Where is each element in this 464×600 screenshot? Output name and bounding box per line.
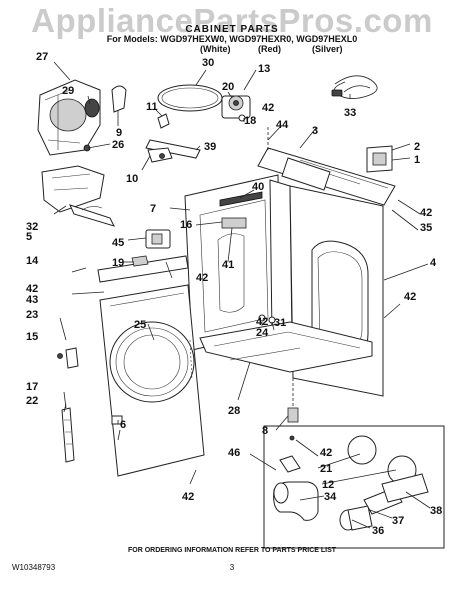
power-cord bbox=[331, 75, 378, 99]
callout-33: 33 bbox=[344, 107, 356, 119]
blower-motor-assembly bbox=[37, 79, 127, 156]
document-number: W10348793 bbox=[12, 563, 56, 572]
callout-30: 30 bbox=[202, 57, 214, 69]
front-panel bbox=[99, 284, 205, 477]
callout-27: 27 bbox=[36, 51, 48, 63]
page-number: 3 bbox=[229, 563, 235, 572]
callout-2: 2 bbox=[414, 141, 420, 153]
callout-18: 18 bbox=[244, 115, 256, 127]
callout-10: 10 bbox=[126, 173, 138, 185]
exhaust-kit-box bbox=[263, 425, 445, 549]
callout-38: 38 bbox=[430, 505, 442, 517]
terminal-block-bracket bbox=[366, 145, 393, 173]
callout-1: 1 bbox=[414, 154, 420, 166]
callout-29: 29 bbox=[62, 85, 74, 97]
callout-37: 37 bbox=[392, 515, 404, 527]
callout-11: 11 bbox=[146, 101, 158, 113]
callout-13: 13 bbox=[258, 63, 270, 75]
callout-44: 44 bbox=[276, 119, 289, 131]
callout-45: 45 bbox=[112, 237, 124, 249]
drive-belt bbox=[157, 84, 223, 112]
callout-32: 32 bbox=[26, 221, 38, 233]
callout-42-mid: 42 bbox=[196, 272, 208, 284]
callout-43: 43 bbox=[26, 294, 38, 306]
duct-bracket bbox=[41, 165, 115, 227]
callout-15: 15 bbox=[26, 331, 38, 343]
callout-41: 41 bbox=[222, 259, 234, 271]
callout-14: 14 bbox=[26, 255, 39, 267]
callout-9: 9 bbox=[116, 127, 122, 139]
callout-25: 25 bbox=[134, 319, 146, 331]
callout-42-right-a: 42 bbox=[420, 207, 432, 219]
callout-3: 3 bbox=[312, 125, 318, 137]
callout-39: 39 bbox=[204, 141, 216, 153]
callout-21: 21 bbox=[320, 463, 332, 475]
cabinet-frame bbox=[184, 126, 396, 423]
ordering-note: FOR ORDERING INFORMATION REFER TO PARTS … bbox=[127, 547, 337, 554]
color-label-white: (White) bbox=[200, 44, 231, 54]
callout-12: 12 bbox=[322, 479, 334, 491]
callout-34: 34 bbox=[324, 491, 337, 503]
callout-24: 24 bbox=[256, 327, 269, 339]
callout-22: 22 bbox=[26, 395, 38, 407]
callout-23: 23 bbox=[26, 309, 38, 321]
callout-16: 16 bbox=[180, 219, 192, 231]
callout-35: 35 bbox=[420, 222, 432, 234]
color-label-silver: (Silver) bbox=[312, 44, 343, 54]
callout-26: 26 bbox=[112, 139, 124, 151]
callout-42-right-b: 42 bbox=[404, 291, 416, 303]
model-list: For Models: WGD97HEXW0, WGD97HEXR0, WGD9… bbox=[106, 34, 358, 44]
callout-8: 8 bbox=[262, 425, 268, 437]
diagram-title: CABINET PARTS bbox=[185, 24, 279, 35]
callout-5: 5 bbox=[26, 231, 32, 243]
callout-4: 4 bbox=[430, 257, 437, 269]
callout-40: 40 bbox=[252, 181, 264, 193]
callout-42-kit: 42 bbox=[320, 447, 332, 459]
leader-lines bbox=[53, 61, 431, 529]
door-hinges bbox=[57, 347, 79, 463]
idler-pulley bbox=[221, 95, 251, 122]
callout-6: 6 bbox=[120, 419, 126, 431]
callout-19: 19 bbox=[112, 257, 124, 269]
callout-7: 7 bbox=[150, 203, 156, 215]
motor-mount-brackets bbox=[145, 113, 201, 163]
callout-labels: 27 29 9 26 32 5 14 42 43 23 15 17 22 25 … bbox=[26, 51, 442, 537]
watermark: AppliancePartsPros.com bbox=[31, 2, 433, 39]
door-switch bbox=[145, 229, 171, 249]
callout-42-base: 42 bbox=[256, 316, 268, 328]
color-label-red: (Red) bbox=[258, 44, 281, 54]
callout-46: 46 bbox=[228, 447, 240, 459]
callout-42-top: 42 bbox=[262, 102, 274, 114]
callout-28: 28 bbox=[228, 405, 240, 417]
callout-31: 31 bbox=[274, 317, 286, 329]
callout-42-bottom: 42 bbox=[182, 491, 194, 503]
callout-20: 20 bbox=[222, 81, 234, 93]
callout-17: 17 bbox=[26, 381, 38, 393]
callout-36: 36 bbox=[372, 525, 384, 537]
top-front-strip bbox=[97, 255, 189, 283]
callout-42-left-a: 42 bbox=[26, 283, 38, 295]
